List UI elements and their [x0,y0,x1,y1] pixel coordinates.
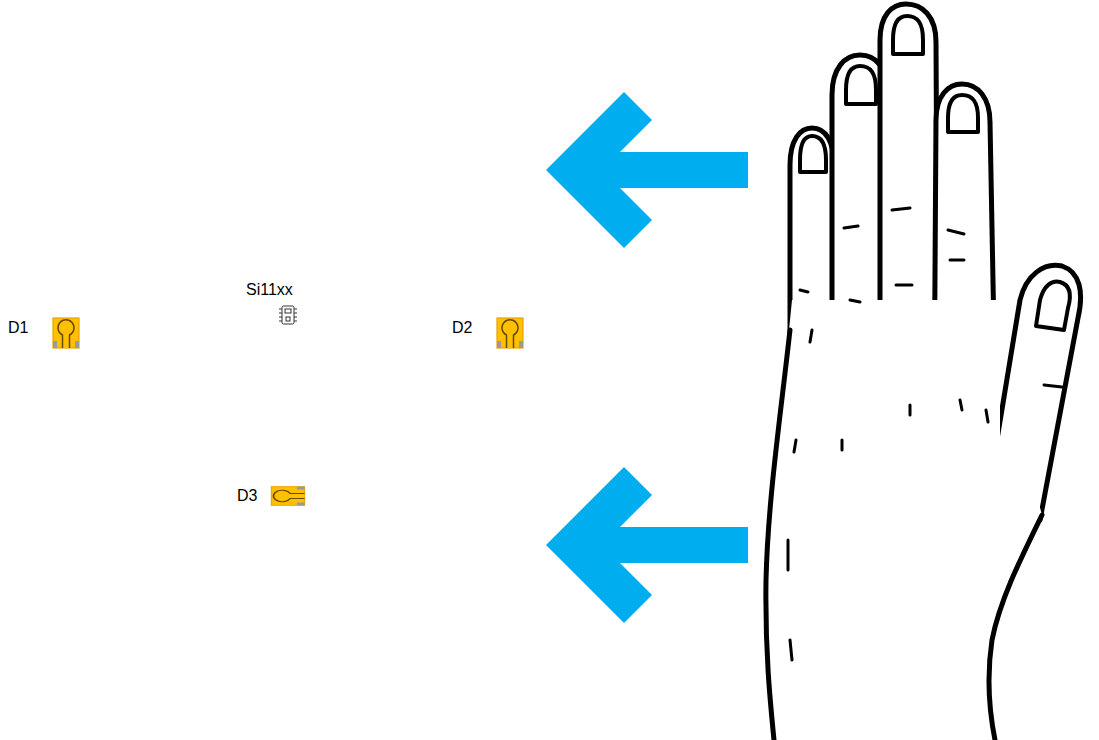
diode-icon [497,318,523,348]
hand-illustration [766,4,1081,740]
chip-label: Si11xx [246,280,293,299]
motion-arrow [546,92,748,248]
diode-label: D2 [452,318,472,337]
motion-arrow [546,467,748,623]
chip-icon [279,306,297,324]
diode-label: D3 [237,486,257,505]
diode-label: D1 [8,318,28,337]
diode-icon [53,318,79,348]
diode-icon [272,487,305,506]
